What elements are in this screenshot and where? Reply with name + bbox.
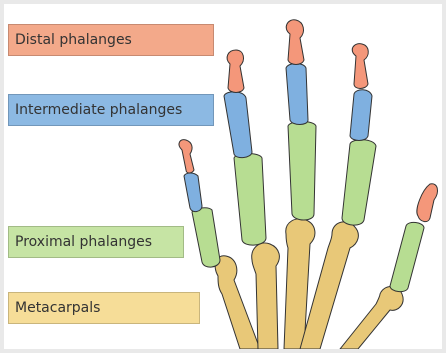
metacarpals-label: Metacarpals (8, 292, 200, 324)
intermediate-phalanges-label: Intermediate phalanges (8, 94, 214, 126)
proximal-phalanges-label: Proximal phalanges (8, 226, 184, 258)
intermediate-phalanx-bones (184, 64, 372, 212)
diagram-panel: Distal phalanges Intermediate phalanges … (4, 4, 442, 349)
distal-phalanges-label: Distal phalanges (8, 24, 214, 56)
